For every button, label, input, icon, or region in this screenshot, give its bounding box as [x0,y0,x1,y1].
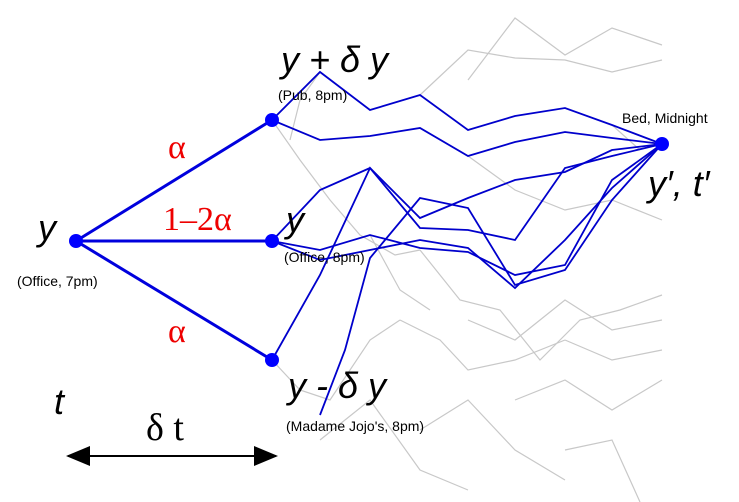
node-end [655,137,669,151]
tree-edges [75,118,273,362]
sample-path [271,70,663,145]
background-path [467,299,663,341]
start-caption: (Office, 7pm) [17,273,98,289]
down-symbol: y - δ y [285,365,388,406]
node-start [69,234,83,248]
background-path [319,399,469,491]
background-path [467,17,663,81]
background-path [467,155,663,221]
sample-path [271,143,663,276]
background-path [419,399,566,481]
middle-symbol: y [283,199,306,240]
sample-path [319,143,663,416]
up-caption: (Pub, 8pm) [278,87,347,103]
time-label: t [54,381,66,422]
background-path [419,49,663,96]
end-symbol: y′, t′ [645,163,711,204]
background-path [419,249,663,361]
sample-path [271,143,663,290]
probability-down: α [168,313,186,350]
background-path [271,319,401,401]
node-middle [265,234,279,248]
node-up [265,113,279,127]
background-random-paths [271,17,663,502]
edge-up [75,118,273,243]
edge-down [75,239,273,362]
middle-caption: (Office, 8pm) [284,249,365,265]
down-caption: (Madame Jojo's, 8pm) [286,418,424,434]
start-symbol: y [35,207,58,248]
background-path [564,339,663,361]
background-path [369,234,431,311]
sample-path [271,143,663,242]
probability-up: α [168,129,186,166]
background-path [611,124,641,151]
node-down [265,353,279,367]
up-symbol: y + δ y [278,39,390,80]
background-path [271,119,421,256]
probability-middle: 1–2α [163,201,232,238]
background-path [564,439,641,502]
background-path [514,379,663,411]
sample-paths [271,70,663,416]
time-step-label: δ t [146,407,184,449]
tree-nodes [69,113,669,367]
background-path [289,71,321,141]
sample-path [271,143,663,361]
end-caption: Bed, Midnight [622,110,708,126]
background-path [399,319,566,371]
sample-path [271,119,663,157]
